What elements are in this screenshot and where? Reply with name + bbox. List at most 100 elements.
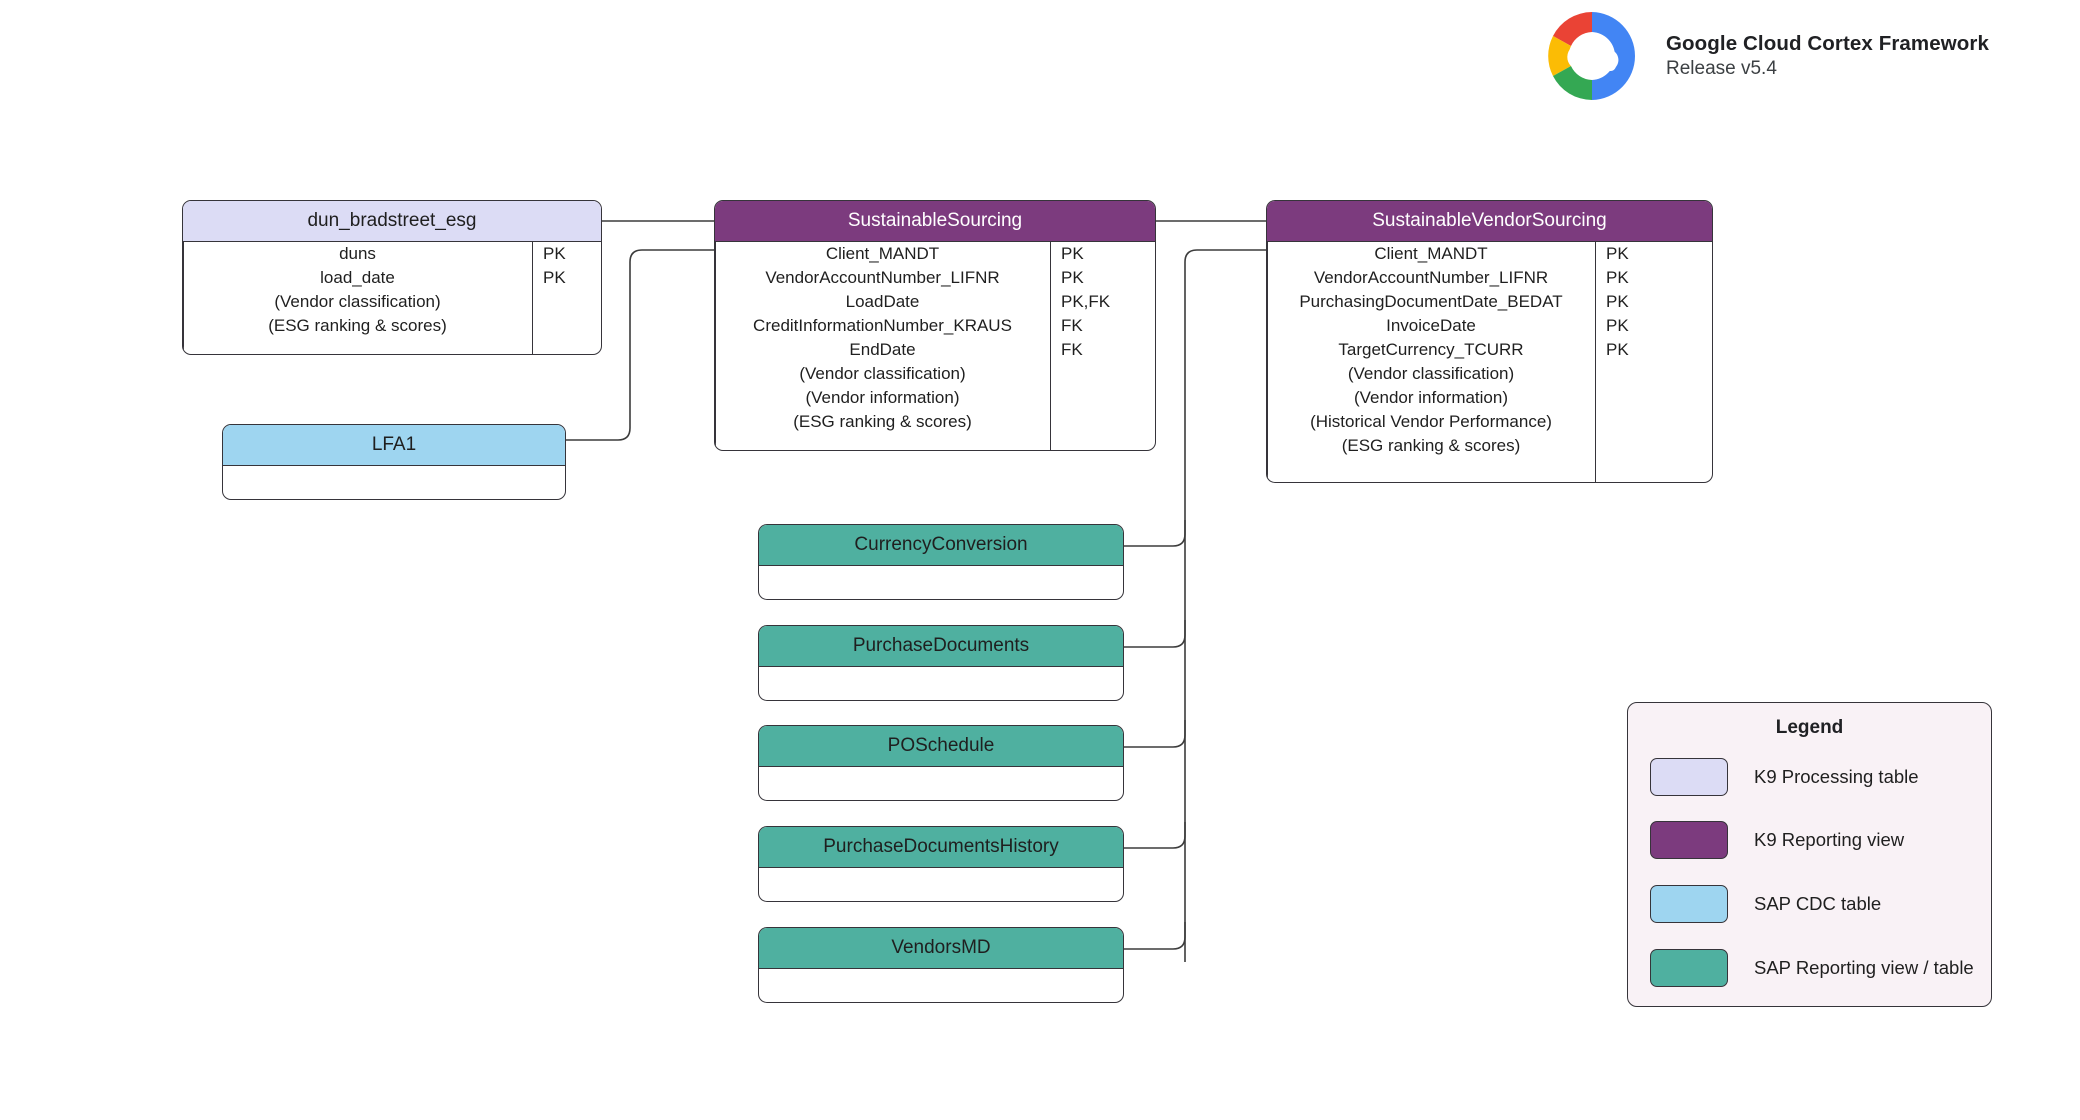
field-name: (ESG ranking & scores)	[793, 412, 972, 431]
field-row: InvoiceDate PK	[1267, 314, 1712, 338]
brand-text-block: Google Cloud Cortex Framework Release v5…	[1666, 31, 1989, 82]
field-row: (Historical Vendor Performance)	[1267, 410, 1712, 434]
entity-title: PurchaseDocumentsHistory	[759, 827, 1123, 868]
field-row: Client_MANDT PK	[1267, 242, 1712, 266]
entity-field-list	[759, 566, 1123, 599]
entity-title: dun_bradstreet_esg	[183, 201, 601, 242]
google-cloud-logo-icon	[1548, 12, 1635, 100]
entity-field-list	[759, 767, 1123, 800]
legend-item-k9-processing-table: K9 Processing table	[1650, 758, 1919, 796]
entity-field-list	[759, 969, 1123, 1002]
field-name: TargetCurrency_TCURR	[1338, 340, 1524, 359]
field-key: PK	[1606, 340, 1629, 359]
field-name: (Historical Vendor Performance)	[1310, 412, 1552, 431]
connector-vendorsmd-to-trunk	[1124, 922, 1186, 950]
connector-poschedule-to-trunk	[1124, 720, 1186, 748]
brand-title: Google Cloud Cortex Framework	[1666, 31, 1989, 55]
legend-item-sap-cdc-table: SAP CDC table	[1650, 885, 1881, 923]
field-name: EndDate	[849, 340, 916, 359]
field-name: (Vendor classification)	[799, 364, 966, 383]
field-name: PurchasingDocumentDate_BEDAT	[1299, 292, 1563, 311]
field-row: load_date PK	[183, 266, 601, 290]
field-key: PK	[1606, 292, 1629, 311]
entity-title: POSchedule	[759, 726, 1123, 767]
legend-item-sap-reporting-view: SAP Reporting view / table	[1650, 949, 1974, 987]
entity-field-list	[759, 868, 1123, 901]
entity-title: VendorsMD	[759, 928, 1123, 969]
brand-header: Google Cloud Cortex Framework Release v5…	[1536, 8, 1989, 104]
key-column-divider	[1050, 242, 1052, 450]
entity-title: PurchaseDocuments	[759, 626, 1123, 667]
field-key: FK	[1061, 316, 1083, 335]
entity-title: CurrencyConversion	[759, 525, 1123, 566]
field-key: FK	[1061, 340, 1083, 359]
entity-field-list: Client_MANDT PK VendorAccountNumber_LIFN…	[715, 242, 1155, 450]
field-row: (Vendor information)	[1267, 386, 1712, 410]
field-name: (ESG ranking & scores)	[268, 316, 447, 335]
field-row: PurchasingDocumentDate_BEDAT PK	[1267, 290, 1712, 314]
entity-po-schedule[interactable]: POSchedule	[758, 725, 1124, 801]
field-row: (Vendor information)	[715, 386, 1155, 410]
entity-field-list	[759, 667, 1123, 700]
field-key: PK	[1061, 244, 1084, 263]
entity-sustainable-sourcing[interactable]: SustainableSourcing Client_MANDT PK Vend…	[714, 200, 1156, 451]
connector-currencyconversion-to-trunk	[1124, 520, 1186, 547]
legend-panel: Legend K9 Processing table K9 Reporting …	[1627, 702, 1992, 1007]
field-key: PK,FK	[1061, 292, 1111, 311]
field-key: PK	[1606, 244, 1629, 263]
field-name: InvoiceDate	[1386, 316, 1476, 335]
field-row: (ESG ranking & scores)	[183, 314, 601, 338]
field-name: CreditInformationNumber_KRAUS	[753, 316, 1012, 335]
entity-title: LFA1	[223, 425, 565, 466]
legend-label: SAP Reporting view / table	[1754, 957, 1974, 978]
connector-purchasedocuments-to-trunk	[1124, 620, 1186, 648]
entity-purchase-documents-history[interactable]: PurchaseDocumentsHistory	[758, 826, 1124, 902]
field-key: PK	[1606, 316, 1629, 335]
entity-lfa1[interactable]: LFA1	[222, 424, 566, 500]
field-row: (Vendor classification)	[183, 290, 601, 314]
field-name: (Vendor classification)	[1347, 364, 1515, 383]
field-row: (ESG ranking & scores)	[715, 410, 1155, 434]
field-row: duns PK	[183, 242, 601, 266]
field-row: VendorAccountNumber_LIFNR PK	[1267, 266, 1712, 290]
field-name: Client_MANDT	[825, 244, 940, 263]
legend-label: SAP CDC table	[1754, 893, 1882, 914]
field-row: (ESG ranking & scores)	[1267, 434, 1712, 458]
entity-dun-bradstreet-esg[interactable]: dun_bradstreet_esg duns PK load_date PK …	[182, 200, 602, 355]
field-row: EndDate FK	[715, 338, 1155, 362]
key-column-divider	[532, 242, 534, 354]
field-name: duns	[339, 244, 376, 263]
entity-title: SustainableSourcing	[715, 201, 1155, 242]
connector-trunk-to-vendorsourcing	[1184, 249, 1266, 962]
field-row: TargetCurrency_TCURR PK	[1267, 338, 1712, 362]
field-name: Client_MANDT	[1374, 244, 1488, 263]
legend-swatch-k9-processing-table	[1650, 758, 1728, 796]
field-row: CreditInformationNumber_KRAUS FK	[715, 314, 1155, 338]
field-row: VendorAccountNumber_LIFNR PK	[715, 266, 1155, 290]
field-key: PK	[543, 268, 566, 287]
field-name: LoadDate	[845, 292, 920, 311]
legend-item-k9-reporting-view: K9 Reporting view	[1650, 821, 1904, 859]
legend-swatch-k9-reporting-view	[1650, 821, 1728, 859]
entity-currency-conversion[interactable]: CurrencyConversion	[758, 524, 1124, 600]
legend-label: K9 Processing table	[1754, 766, 1919, 787]
field-row: LoadDate PK,FK	[715, 290, 1155, 314]
entity-title: SustainableVendorSourcing	[1267, 201, 1712, 242]
field-name: VendorAccountNumber_LIFNR	[765, 268, 1000, 287]
field-key: PK	[1061, 268, 1084, 287]
field-name: (Vendor information)	[1353, 388, 1509, 407]
field-name: load_date	[320, 268, 395, 287]
entity-sustainable-vendor-sourcing[interactable]: SustainableVendorSourcing Client_MANDT P…	[1266, 200, 1713, 483]
legend-label: K9 Reporting view	[1754, 829, 1905, 850]
entity-field-list: duns PK load_date PK (Vendor classificat…	[183, 242, 601, 354]
entity-vendors-md[interactable]: VendorsMD	[758, 927, 1124, 1003]
field-key: PK	[1606, 268, 1629, 287]
field-key: PK	[543, 244, 566, 263]
entity-field-list: Client_MANDT PK VendorAccountNumber_LIFN…	[1267, 242, 1712, 482]
entity-purchase-documents[interactable]: PurchaseDocuments	[758, 625, 1124, 701]
field-row: Client_MANDT PK	[715, 242, 1155, 266]
field-name: (Vendor classification)	[274, 292, 441, 311]
entity-field-list	[223, 466, 565, 499]
brand-release: Release v5.4	[1666, 57, 1777, 79]
connector-purchasedocumentshistory-to-trunk	[1124, 822, 1186, 849]
